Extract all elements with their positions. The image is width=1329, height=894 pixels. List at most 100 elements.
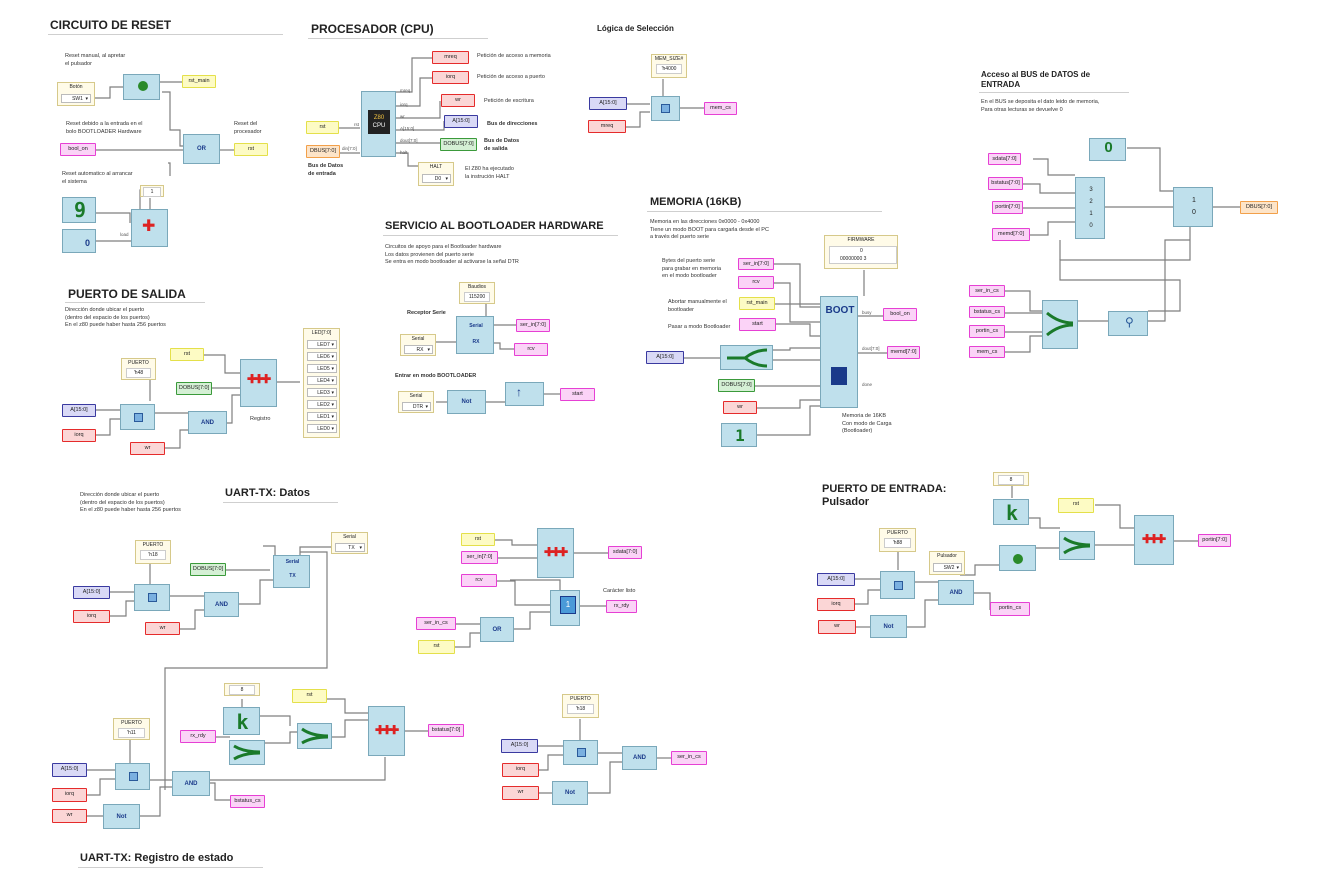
pulsador-panel[interactable]: Pulsador SW2 (929, 551, 965, 575)
panel-value: 115200 (464, 292, 490, 302)
led-select[interactable]: LED3 (307, 388, 337, 397)
heading-reset: CIRCUITO DE RESET (50, 18, 172, 32)
panel-title: PUERTO (128, 360, 149, 366)
boton-panel[interactable]: Botón SW1 (57, 82, 95, 106)
portin-cs-tag: portin_cs (990, 602, 1030, 616)
led-select[interactable]: LED0 (307, 424, 337, 433)
rst-main-tag: rst_main (739, 297, 775, 310)
panel-value: 'h48 (126, 368, 151, 378)
heading-underline (383, 235, 618, 236)
comparator-block (651, 96, 680, 121)
memd-tag: memd[7:0] (887, 346, 920, 359)
note-reset-proc: Reset del procesador (234, 121, 262, 135)
heading-bus: Acceso al BUS de DATOS de ENTRADA (981, 70, 1091, 89)
iorq-tag: iorq (62, 429, 96, 442)
mem-cs-tag: mem_cs (969, 346, 1005, 358)
one-glyph: 1 (735, 426, 745, 445)
led-select[interactable]: LED1 (307, 412, 337, 421)
bool-on-tag: bool_on (883, 308, 917, 321)
serial-dtr-panel[interactable]: Serial DTR (398, 391, 434, 413)
const-one-panel: 1 (140, 185, 164, 197)
note-addr: Bus de direcciones (487, 121, 538, 127)
pin-label: iorq (400, 102, 408, 107)
port-panel: PUERTO 'h11 (113, 718, 150, 740)
rx-label: RX (472, 339, 480, 345)
pin-label: din[7:0] (342, 146, 357, 151)
serial-select[interactable]: RX (404, 345, 433, 354)
note-uart: Dirección donde ubicar el puerto (dentro… (80, 492, 181, 513)
port-comparator (115, 763, 150, 790)
serial-label: Serial (285, 559, 300, 565)
mux-inputs: 1 0 (1192, 197, 1196, 216)
priority-encoder: ⚲ (1108, 311, 1148, 336)
halt-select[interactable]: D0 (422, 174, 451, 183)
serial-select[interactable]: TX (335, 543, 365, 552)
sdata-tag: sdata[7:0] (988, 153, 1021, 165)
mux-4to1: 3 2 1 0 (1075, 177, 1105, 239)
or-gate: OR (183, 134, 220, 164)
heading-underline (979, 92, 1129, 93)
boton-select[interactable]: SW1 (61, 94, 91, 103)
bstatus-cs-tag: bstatus_cs (230, 795, 265, 808)
heading-underline (48, 34, 283, 35)
encoder-icon: ⚲ (1125, 315, 1134, 329)
note-reset-auto: Reset automatico al arrancar el sistema (62, 171, 133, 185)
pin-icon: ✚ (142, 218, 156, 235)
address-tag: A[15:0] (646, 351, 684, 364)
constant-block: 1 (721, 423, 757, 447)
heading-underline (308, 38, 488, 39)
serial-rx-panel[interactable]: Serial RX (400, 334, 436, 356)
button-debouncer (123, 74, 160, 100)
portin-tag: portin[7:0] (992, 201, 1023, 214)
iorq-tag: iorq (502, 763, 539, 777)
not-gate: Not (103, 804, 140, 829)
baud-panel: Baudios 115200 (459, 282, 495, 304)
not-gate: Not (552, 781, 588, 805)
led-select[interactable]: LED2 (307, 400, 337, 409)
flipflop-icon: ✚✚✚ (544, 545, 568, 559)
z80-label: Z80 (373, 115, 385, 121)
wr-tag: wr (130, 442, 165, 455)
iorq-tag: iorq (52, 788, 87, 802)
firmware-content[interactable]: 0 00000000 3 (829, 246, 897, 264)
serial-select[interactable]: DTR (402, 402, 431, 411)
bstatus-tag: bstatus[7:0] (428, 724, 464, 737)
heading-underline (65, 302, 205, 303)
pin-label: busy (862, 310, 872, 315)
note-halt: El Z80 ha ejecutado la instrución HALT (465, 166, 514, 180)
serial-tx-panel[interactable]: Serial TX (331, 532, 368, 554)
rs-flipflop: 1 (550, 590, 580, 626)
ser-in-tag: ser_in[7:0] (461, 551, 498, 564)
dbus-in-tag: DBUS[7:0] (1240, 201, 1278, 214)
pin-label: done (862, 382, 873, 387)
led-select[interactable]: LED4 (307, 376, 337, 385)
port-comparator (120, 404, 155, 430)
memd-tag: memd[7:0] (992, 228, 1030, 241)
pin-label: mreq (400, 88, 411, 93)
rst-main-tag: rst_main (182, 75, 216, 88)
led-select[interactable]: LED5 (307, 364, 337, 373)
zero-glyph: 0 (85, 238, 91, 248)
wr-tag: wr (723, 401, 757, 414)
bus-splitter (720, 345, 773, 370)
port-panel: PUERTO 'h48 (121, 358, 156, 380)
address-tag: A[15:0] (817, 573, 855, 586)
led-select[interactable]: LED6 (307, 352, 337, 361)
note-mreq: Petición de acceso a memoria (477, 53, 551, 59)
iorq-tag: iorq (73, 610, 110, 623)
k-glyph: k (1005, 501, 1019, 525)
panel-title: Serial (411, 336, 425, 342)
wr-tag: wr (145, 622, 180, 635)
nine-glyph: 9 (73, 198, 87, 222)
chip-icon (577, 748, 586, 757)
portin-tag: portin[7:0] (1198, 534, 1231, 547)
halt-panel[interactable]: HALT D0 (418, 162, 454, 186)
chip-icon (894, 581, 903, 590)
ser-in-cs-tag: ser_in_cs (416, 617, 456, 630)
pulsador-select[interactable]: SW2 (933, 563, 962, 572)
joiner-icon (301, 727, 329, 745)
note-dout: Bus de Datos de salida (484, 138, 520, 152)
led-select[interactable]: LED7 (307, 340, 337, 349)
note-boothw: Circuitos de apoyo para el Bootloader ha… (385, 244, 519, 265)
